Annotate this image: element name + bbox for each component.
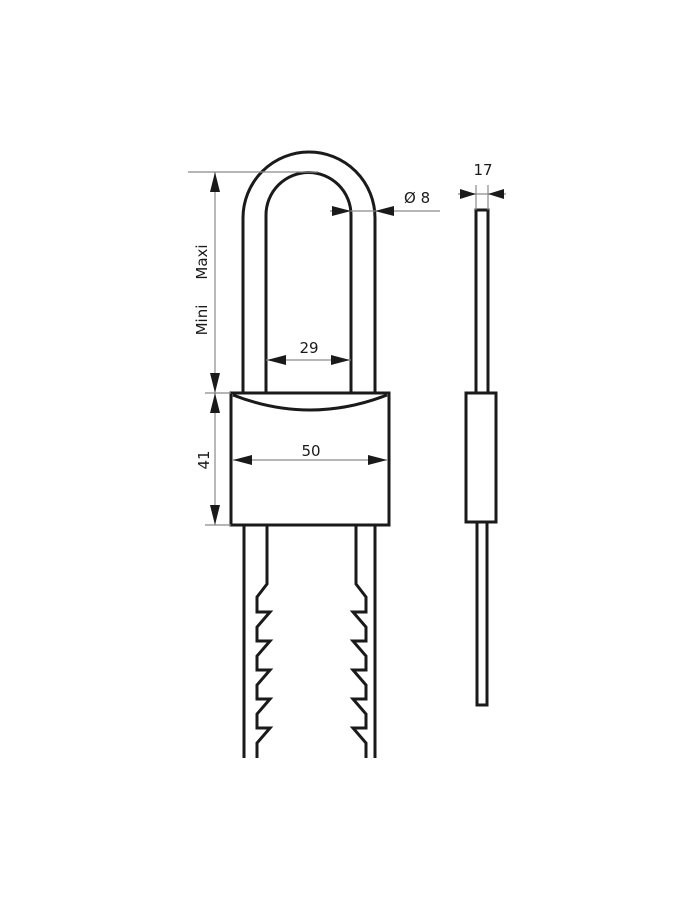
front-view: Maxi Mini 41 Ø 8 29: [188, 150, 440, 758]
dimension-body-thickness: 17: [458, 161, 506, 210]
label-shackle-diameter: Ø 8: [404, 189, 430, 207]
dimension-body-width: 50: [232, 442, 388, 465]
side-lower-shackle: [475, 520, 489, 707]
label-maxi: Maxi: [193, 244, 211, 279]
body-top-curve: [232, 393, 388, 412]
padlock-body: [229, 391, 391, 527]
label-body-width: 50: [301, 442, 320, 460]
shackle-outer: [241, 150, 377, 393]
lower-leg-left-notched: [255, 525, 274, 758]
label-body-thickness: 17: [473, 161, 492, 179]
dimension-shackle-diameter: Ø 8: [330, 189, 440, 216]
dimension-inner-width: 29: [266, 339, 351, 365]
dimension-body-height: 41: [195, 393, 231, 526]
dimension-shackle-height: Maxi Mini: [188, 171, 318, 394]
label-mini: Mini: [193, 305, 211, 336]
side-body: [464, 391, 498, 524]
lower-leg-right-notched: [349, 525, 368, 758]
label-inner-width: 29: [299, 339, 318, 357]
side-view: 17: [458, 161, 506, 707]
side-shackle: [474, 208, 490, 395]
label-body-height: 41: [195, 450, 213, 469]
